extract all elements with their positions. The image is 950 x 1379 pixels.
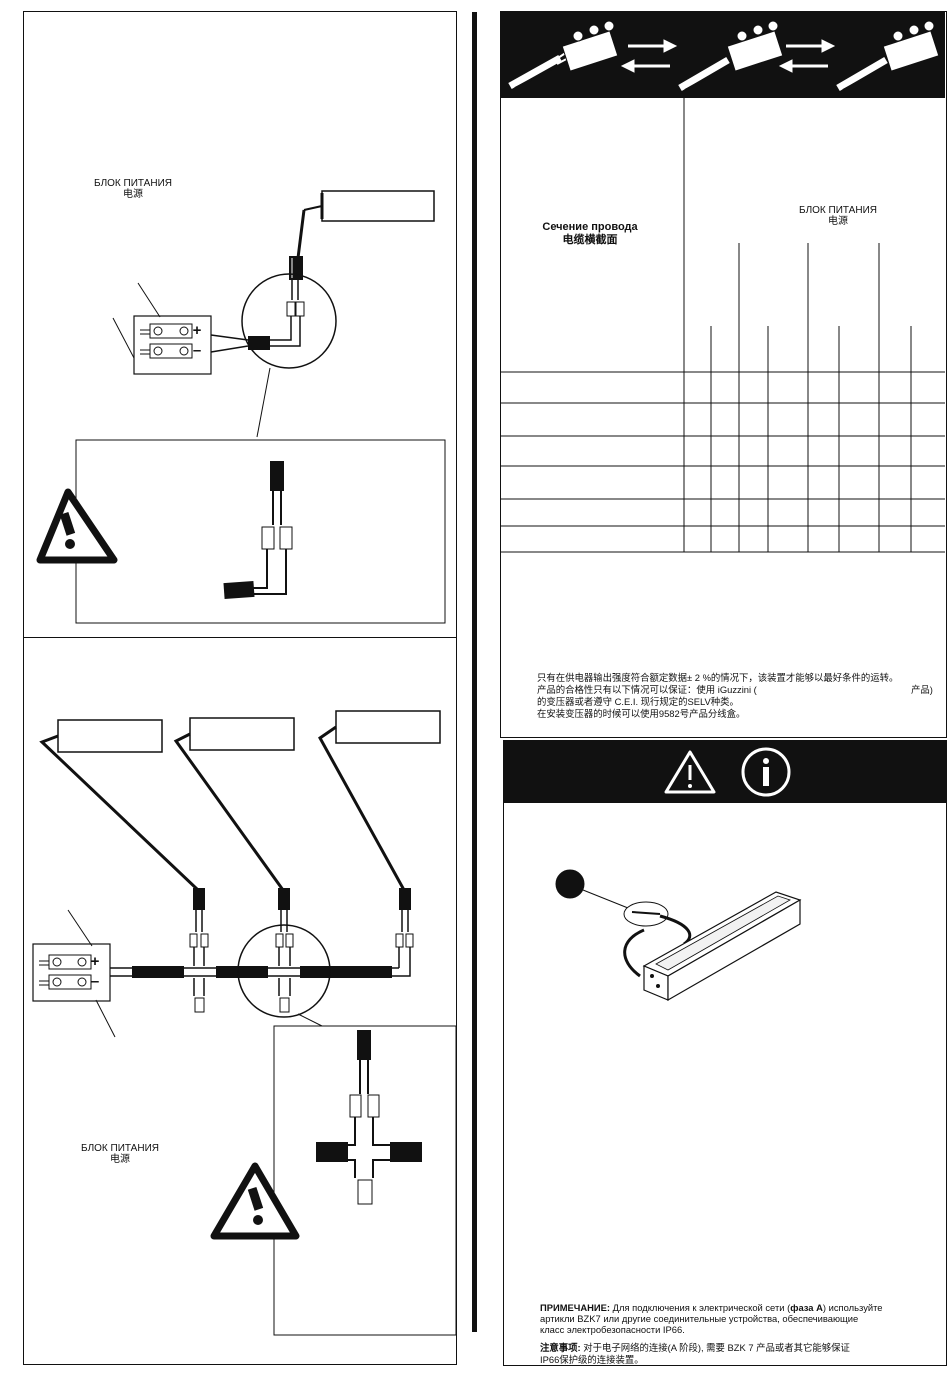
cable-table-panel	[500, 11, 947, 738]
psu-label-cn: 电源	[110, 1154, 130, 1165]
info-panel	[503, 740, 947, 1366]
cable-section-label: Сечение провода 电缆横截面	[510, 221, 670, 247]
left-divider-line	[23, 637, 456, 638]
arrow-left-icon	[620, 59, 828, 73]
left-bottom-panel	[23, 638, 457, 1365]
note-cn-line-3: 的变压器或者遵守 C.E.I. 现行规定的SELV种类。	[537, 696, 739, 707]
psu-label-table: БЛОК ПИТАНИЯ 电源	[778, 205, 898, 227]
note-cn-line-2-end: 产品)	[911, 684, 933, 695]
warning-triangle-icon	[36, 488, 118, 564]
note-cn-text: 对于电子网络的连接(A 阶段), 需要 BZK 7 产品或者其它能够保证	[583, 1342, 850, 1353]
note-ru-line-1: ПРИМЕЧАНИЕ: Для подключения к электричес…	[540, 1302, 883, 1314]
plus-label-bottom: +	[90, 953, 100, 970]
luminaire-bar-1	[57, 719, 163, 753]
cable-section-table	[501, 98, 945, 553]
note-cn-line-1: 只有在供电器输出强度符合额定数据± 2 %的情况下，该装置才能够以最好条件的运转…	[537, 672, 899, 683]
info-circle-icon	[741, 747, 791, 797]
psu-box-bottom	[32, 943, 111, 1002]
note-ru-phase: фаза А	[790, 1302, 823, 1313]
note-ru-text-2: ) используйте	[822, 1302, 883, 1313]
psu-label-cn: 电源	[828, 216, 848, 227]
column-separator	[472, 12, 477, 1332]
minus-label-bottom: –	[90, 973, 100, 990]
left-top-panel	[23, 11, 457, 639]
psu-label-ru: БЛОК ПИТАНИЯ	[81, 1143, 159, 1154]
minus-label-top: –	[192, 342, 202, 359]
note-ru-line-3: класс электробезопасности IP66.	[540, 1324, 685, 1335]
warning-triangle-icon	[210, 1162, 300, 1240]
cable-section-label-cn: 电缆横截面	[562, 234, 618, 246]
luminaire-bar-3	[335, 710, 441, 744]
note-ru-text: Для подключения к электрической сети (	[612, 1302, 791, 1313]
info-header-bar	[504, 741, 946, 803]
note-ru-line-2: артикли BZK7 или другие соединительные у…	[540, 1313, 859, 1324]
note-cn-line-4: 在安装变压器的时候可以使用9582号产品分线盒。	[537, 708, 746, 719]
luminaire-illustration	[555, 869, 802, 1002]
note-ru-heading: ПРИМЕЧАНИЕ:	[540, 1302, 611, 1313]
cable-section-label-ru: Сечение провода	[542, 221, 638, 233]
note-cn-heading: 注意事项:	[540, 1342, 581, 1353]
note-cn-line-2: 产品的合格性只有以下情况可以保证：使用 iGuzzini (	[537, 684, 757, 695]
arrow-right-icon	[628, 39, 836, 53]
note-cn-line-2: IP66保护级的连接装置。	[540, 1354, 644, 1365]
psu-label-ru: БЛОК ПИТАНИЯ	[799, 205, 877, 216]
note-cn-line-1: 注意事项: 对于电子网络的连接(A 阶段), 需要 BZK 7 产品或者其它能够…	[540, 1342, 850, 1354]
psu-label-top: БЛОК ПИТАНИЯ 电源	[78, 178, 188, 200]
psu-label-ru: БЛОК ПИТАНИЯ	[94, 178, 172, 189]
callout-dot	[555, 869, 585, 899]
warning-triangle-icon	[664, 750, 716, 794]
plus-label-top: +	[192, 322, 202, 339]
psu-label-bottom: БЛОК ПИТАНИЯ 电源	[65, 1143, 175, 1165]
psu-label-cn: 电源	[123, 189, 143, 200]
detail-box-top	[75, 439, 446, 624]
luminaire-bar-2	[189, 717, 295, 751]
